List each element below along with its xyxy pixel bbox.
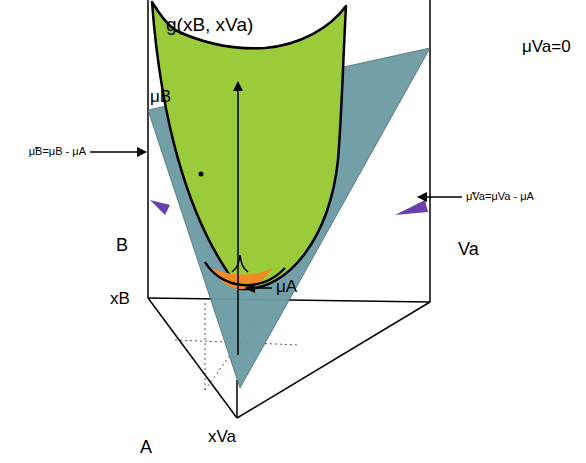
purple-region bbox=[395, 200, 428, 215]
potential-label: μA bbox=[276, 278, 297, 297]
energy-axis bbox=[237, 82, 239, 355]
function-label: g(xB, xVa) bbox=[166, 15, 253, 36]
axis-label: xVa bbox=[208, 428, 236, 447]
corner-label: B bbox=[116, 236, 128, 256]
energy-surface bbox=[152, 2, 346, 289]
leader-arrow bbox=[90, 151, 146, 153]
surface-contour bbox=[205, 262, 285, 285]
formula-label: μ̃B=μB - μA bbox=[29, 145, 86, 157]
leader-arrow bbox=[246, 287, 272, 289]
point bbox=[199, 172, 204, 177]
corner-label: Va bbox=[458, 240, 479, 260]
potential-label: μB bbox=[150, 88, 171, 107]
cusp bbox=[232, 255, 248, 272]
leader-arrow bbox=[418, 196, 462, 198]
prism-edges bbox=[148, 0, 430, 418]
corner-label: A bbox=[140, 438, 152, 458]
potential-label: μVa=0 bbox=[522, 38, 571, 57]
purple-region bbox=[150, 200, 170, 215]
axis-label: xB bbox=[110, 290, 130, 309]
formula-label: μ̃Va=μVa - μA bbox=[466, 190, 534, 202]
